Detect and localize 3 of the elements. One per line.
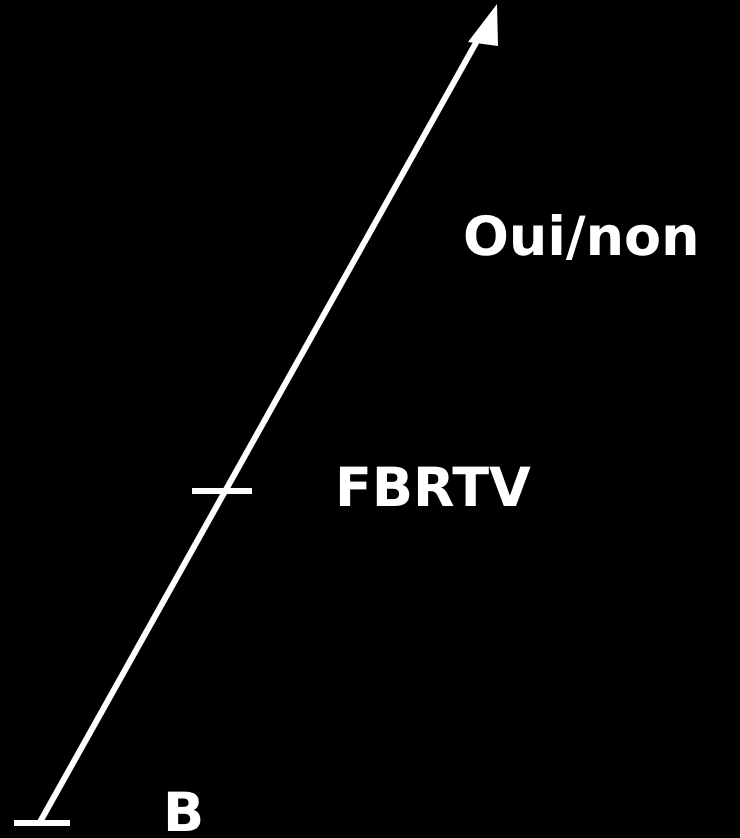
axis-label: B [163,786,204,838]
axis-label: Oui/non [463,210,700,264]
axis-label: FBRTV [335,461,531,515]
